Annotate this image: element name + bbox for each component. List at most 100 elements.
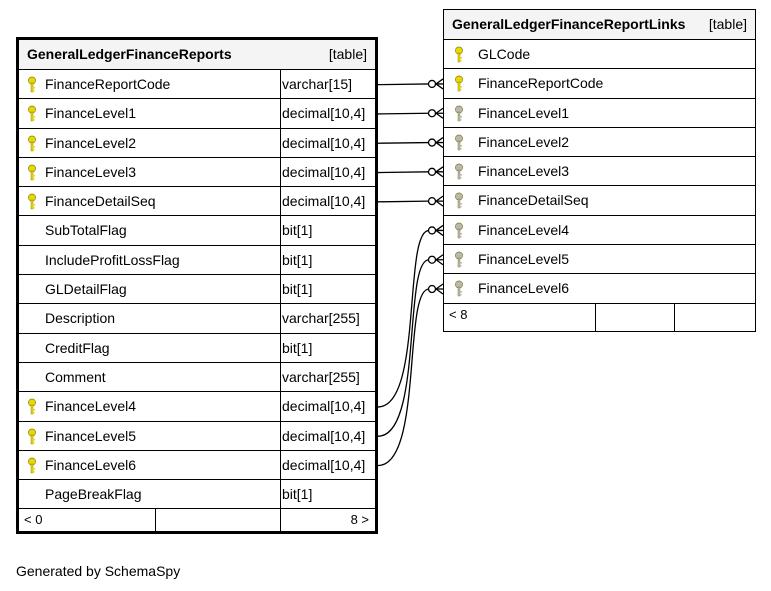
optional-marker: [427, 79, 437, 89]
column-row[interactable]: FinanceLevel1: [444, 99, 755, 128]
column-type: varchar[15]: [282, 76, 353, 92]
column-type: varchar[255]: [282, 368, 360, 385]
column-name[interactable]: FinanceLevel6: [45, 456, 137, 473]
crows-foot-marker: [435, 137, 444, 149]
table-footer: < 8: [444, 303, 755, 331]
column-type: decimal[10,4]: [282, 456, 366, 473]
crows-foot-marker: [435, 166, 444, 178]
column-row[interactable]: FinanceReportCode: [444, 69, 755, 99]
column-row[interactable]: FinanceLevel5 decimal[10,4]: [19, 421, 375, 451]
column-row[interactable]: FinanceLevel6 decimal[10,4]: [19, 450, 375, 481]
table-header[interactable]: GeneralLedgerFinanceReports [table]: [19, 40, 375, 70]
column-type: bit[1]: [282, 222, 313, 239]
column-name[interactable]: SubTotalFlag: [45, 222, 127, 239]
foreign-key-icon: [454, 105, 464, 123]
column-row[interactable]: FinanceDetailSeq: [444, 186, 755, 216]
column-type: decimal[10,4]: [282, 134, 366, 151]
primary-key-icon: [27, 457, 37, 475]
column-name[interactable]: FinanceDetailSeq: [45, 193, 156, 210]
column-row[interactable]: FinanceLevel2: [444, 128, 755, 158]
column-row[interactable]: CreditFlag bit[1]: [19, 333, 375, 363]
column-row[interactable]: PageBreakFlag bit[1]: [19, 480, 375, 510]
column-type: varchar[255]: [282, 310, 360, 327]
column-type: decimal[10,4]: [282, 105, 366, 122]
column-row[interactable]: FinanceReportCode varchar[15]: [19, 70, 375, 100]
crows-foot-marker: [435, 107, 444, 119]
table-type-label: [table]: [328, 46, 367, 62]
column-type: bit[1]: [282, 339, 313, 356]
column-name[interactable]: GLDetailFlag: [45, 281, 127, 298]
column-name[interactable]: FinanceLevel1: [478, 104, 570, 121]
relationship-line: [377, 200, 430, 203]
crows-foot-marker: [435, 283, 444, 295]
table-type-label: [table]: [708, 16, 747, 32]
column-name[interactable]: Comment: [45, 368, 106, 385]
table-name[interactable]: GeneralLedgerFinanceReports: [27, 46, 232, 62]
crows-foot-marker: [435, 224, 444, 236]
relationship-line: [377, 112, 430, 115]
column-row[interactable]: FinanceLevel6: [444, 274, 755, 304]
primary-key-icon: [27, 398, 37, 416]
column-row[interactable]: FinanceLevel1 decimal[10,4]: [19, 99, 375, 129]
crows-foot-marker: [435, 78, 444, 90]
optional-marker: [427, 196, 437, 206]
column-row[interactable]: FinanceLevel3: [444, 157, 755, 187]
column-row[interactable]: FinanceDetailSeq decimal[10,4]: [19, 187, 375, 217]
column-name[interactable]: FinanceReportCode: [478, 75, 604, 92]
column-name[interactable]: FinanceLevel5: [45, 427, 137, 444]
general-ledger-finance-report-links-table[interactable]: GeneralLedgerFinanceReportLinks [table] …: [443, 9, 756, 332]
column-name[interactable]: FinanceLevel2: [45, 134, 137, 151]
column-type: bit[1]: [282, 251, 313, 268]
column-name[interactable]: FinanceDetailSeq: [478, 192, 589, 209]
column-name[interactable]: IncludeProfitLossFlag: [45, 251, 180, 268]
column-row[interactable]: FinanceLevel4: [444, 216, 755, 246]
column-row[interactable]: GLCode: [444, 40, 755, 70]
optional-marker: [427, 284, 437, 294]
primary-key-icon: [27, 76, 37, 94]
column-name[interactable]: FinanceLevel3: [478, 163, 570, 180]
column-name[interactable]: CreditFlag: [45, 339, 110, 356]
table-footer: < 0 8 >: [19, 509, 375, 532]
column-type: decimal[10,4]: [282, 193, 366, 210]
column-name[interactable]: GLCode: [478, 46, 531, 62]
primary-key-icon: [27, 193, 37, 211]
column-type: decimal[10,4]: [282, 427, 366, 444]
column-name[interactable]: FinanceLevel1: [45, 105, 137, 122]
column-name[interactable]: FinanceLevel6: [478, 280, 570, 297]
column-row[interactable]: Description varchar[255]: [19, 304, 375, 334]
crows-foot-marker: [435, 195, 444, 207]
optional-marker: [427, 138, 437, 147]
foreign-key-icon: [454, 134, 464, 152]
primary-key-icon: [454, 46, 464, 64]
column-name[interactable]: PageBreakFlag: [45, 486, 142, 503]
relationship-line: [377, 83, 430, 86]
column-name[interactable]: Description: [45, 310, 116, 327]
table-name[interactable]: GeneralLedgerFinanceReportLinks: [452, 16, 686, 32]
column-name[interactable]: FinanceLevel3: [45, 163, 137, 180]
optional-marker: [427, 109, 437, 118]
column-type: bit[1]: [282, 486, 313, 503]
column-row[interactable]: IncludeProfitLossFlag bit[1]: [19, 245, 375, 276]
relationship-line: [377, 288, 430, 467]
optional-marker: [427, 255, 437, 264]
parent-count: < 8: [449, 306, 468, 322]
column-name[interactable]: FinanceLevel5: [478, 251, 570, 268]
table-header[interactable]: GeneralLedgerFinanceReportLinks [table]: [444, 10, 755, 40]
column-name[interactable]: FinanceLevel2: [478, 133, 570, 150]
relationship-line: [377, 171, 430, 174]
parent-count: < 0: [24, 512, 43, 528]
crows-foot-marker: [435, 254, 444, 266]
general-ledger-finance-reports-table[interactable]: GeneralLedgerFinanceReports [table] Fina…: [16, 37, 378, 535]
column-row[interactable]: FinanceLevel5: [444, 245, 755, 275]
column-name[interactable]: FinanceLevel4: [478, 221, 570, 238]
column-row[interactable]: FinanceLevel2 decimal[10,4]: [19, 128, 375, 158]
relationship-line: [377, 141, 430, 144]
column-row[interactable]: Comment varchar[255]: [19, 362, 375, 393]
column-name[interactable]: FinanceLevel4: [45, 398, 137, 415]
primary-key-icon: [27, 428, 37, 446]
column-row[interactable]: SubTotalFlag bit[1]: [19, 216, 375, 246]
column-name[interactable]: FinanceReportCode: [45, 76, 171, 92]
